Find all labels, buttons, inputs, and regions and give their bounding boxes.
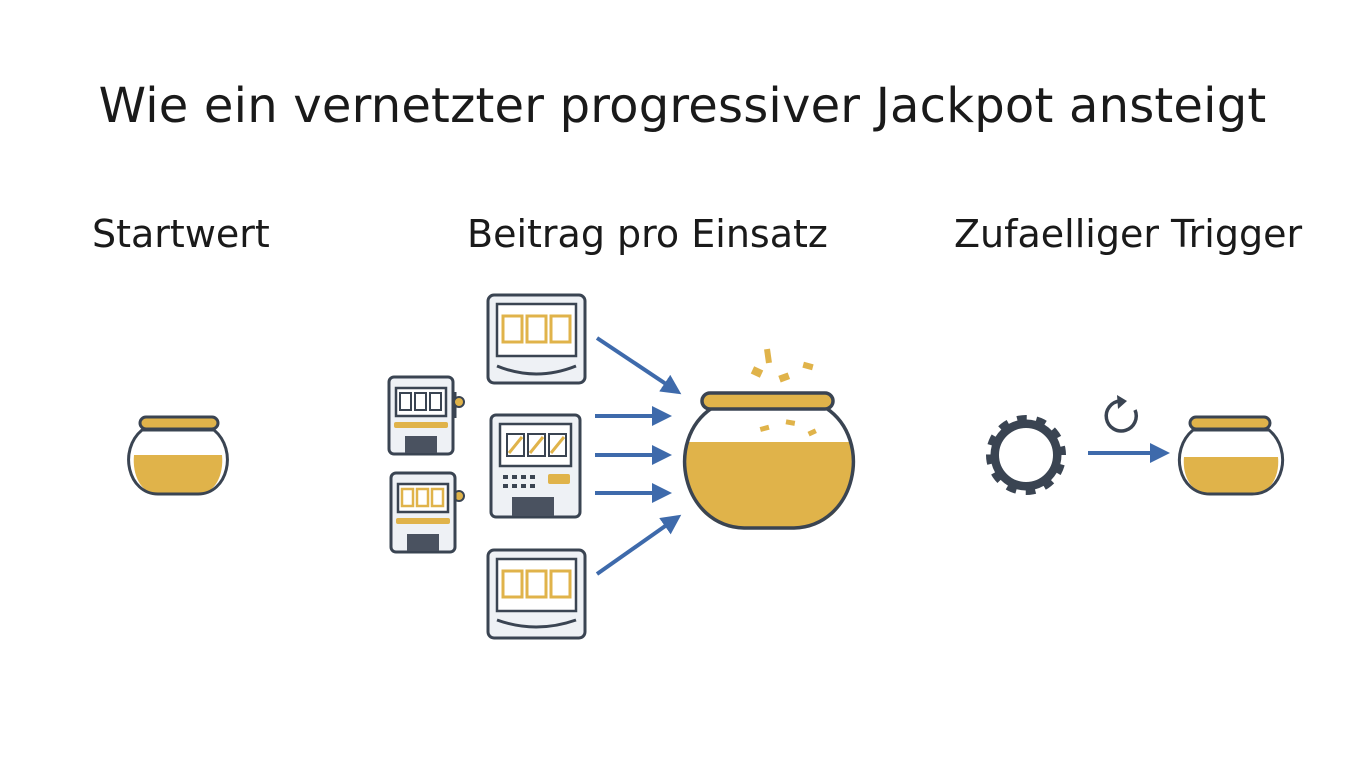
trigger-pot-icon — [1177, 415, 1285, 496]
refresh-icon — [1104, 395, 1138, 433]
start-pot-icon — [127, 415, 229, 496]
jackpot-pot-icon — [682, 348, 856, 530]
page-title: Wie ein vernetzter progressiver Jackpot … — [98, 78, 1267, 134]
slot-machine-icon — [489, 413, 582, 519]
startwert-label: Startwert — [92, 212, 270, 256]
trigger-label: Zufaelliger Trigger — [954, 212, 1303, 256]
slot-machine-icon — [389, 471, 465, 554]
slot-machine-icon — [387, 375, 465, 456]
slot-machine-icon — [486, 293, 587, 385]
slot-machine-icon — [486, 548, 587, 640]
arrow-icon — [595, 336, 682, 395]
casino-chip-icon — [981, 410, 1071, 500]
arrow-icon — [595, 514, 682, 576]
beitrag-label: Beitrag pro Einsatz — [467, 212, 828, 256]
